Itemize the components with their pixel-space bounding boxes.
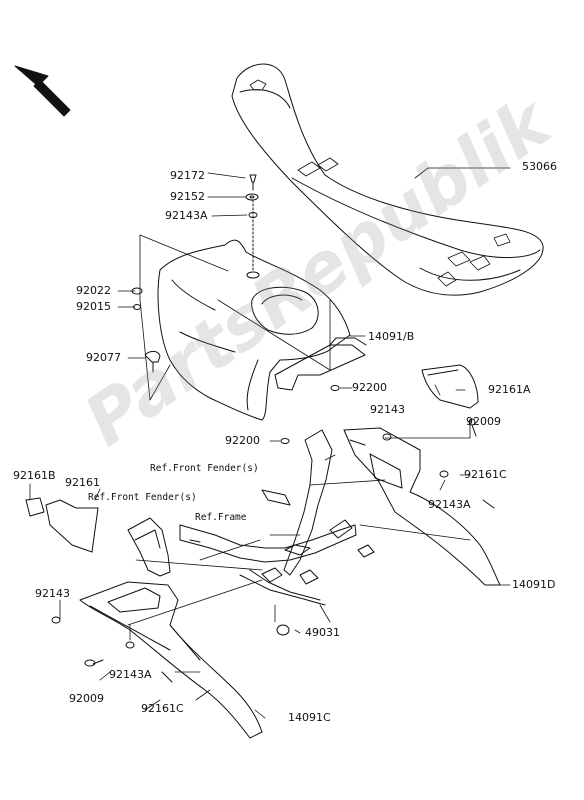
label-92172: 92172 [170, 169, 205, 182]
label-92009-left: 92009 [69, 692, 104, 705]
seat-assembly [231, 63, 544, 296]
label-92152: 92152 [170, 190, 205, 203]
label-92161: 92161 [65, 476, 100, 489]
label-92161b: 92161B [13, 469, 56, 482]
label-92143-mid: 92143 [370, 403, 405, 416]
rear-fender-left-14091c [79, 581, 263, 739]
label-92143a-left: 92143A [109, 668, 152, 681]
label-92009-right: 92009 [466, 415, 501, 428]
label-92143a-right: 92143A [428, 498, 471, 511]
rear-fender-right-14091d [343, 427, 501, 586]
reflector-92161b [25, 497, 99, 553]
leader-lines [29, 167, 511, 719]
label-14091c: 14091C [288, 711, 331, 724]
ref-front-fender-right: Ref.Front Fender(s) [150, 463, 259, 474]
label-92143a-top: 92143A [165, 209, 208, 222]
label-92200-right: 92200 [352, 381, 387, 394]
label-92015: 92015 [76, 300, 111, 313]
label-92161a: 92161A [488, 383, 531, 396]
label-92200-mid: 92200 [225, 434, 260, 447]
left-side-panel [127, 517, 171, 577]
bracket-14091b [274, 337, 367, 391]
ref-frame: Ref.Frame [195, 512, 247, 523]
label-92022: 92022 [76, 284, 111, 297]
top-fastener-stack [245, 174, 260, 279]
reflector-92161a [421, 364, 479, 409]
label-92143-left: 92143 [35, 587, 70, 600]
ref-front-fender-left: Ref.Front Fender(s) [88, 492, 197, 503]
label-53066: 53066 [522, 160, 557, 173]
rear-fender-cover [157, 239, 351, 421]
label-92077: 92077 [86, 351, 121, 364]
small-hardware [51, 287, 495, 683]
assembly-leader-lines [127, 479, 471, 701]
label-49031: 49031 [305, 626, 340, 639]
label-92161c-right: 92161C [464, 468, 507, 481]
frame-center-parts [179, 429, 375, 606]
label-14091d: 14091D [512, 578, 556, 591]
label-92161c-left: 92161C [141, 702, 184, 715]
label-14091b: 14091/B [368, 330, 415, 343]
front-direction-arrow-icon [14, 65, 71, 117]
